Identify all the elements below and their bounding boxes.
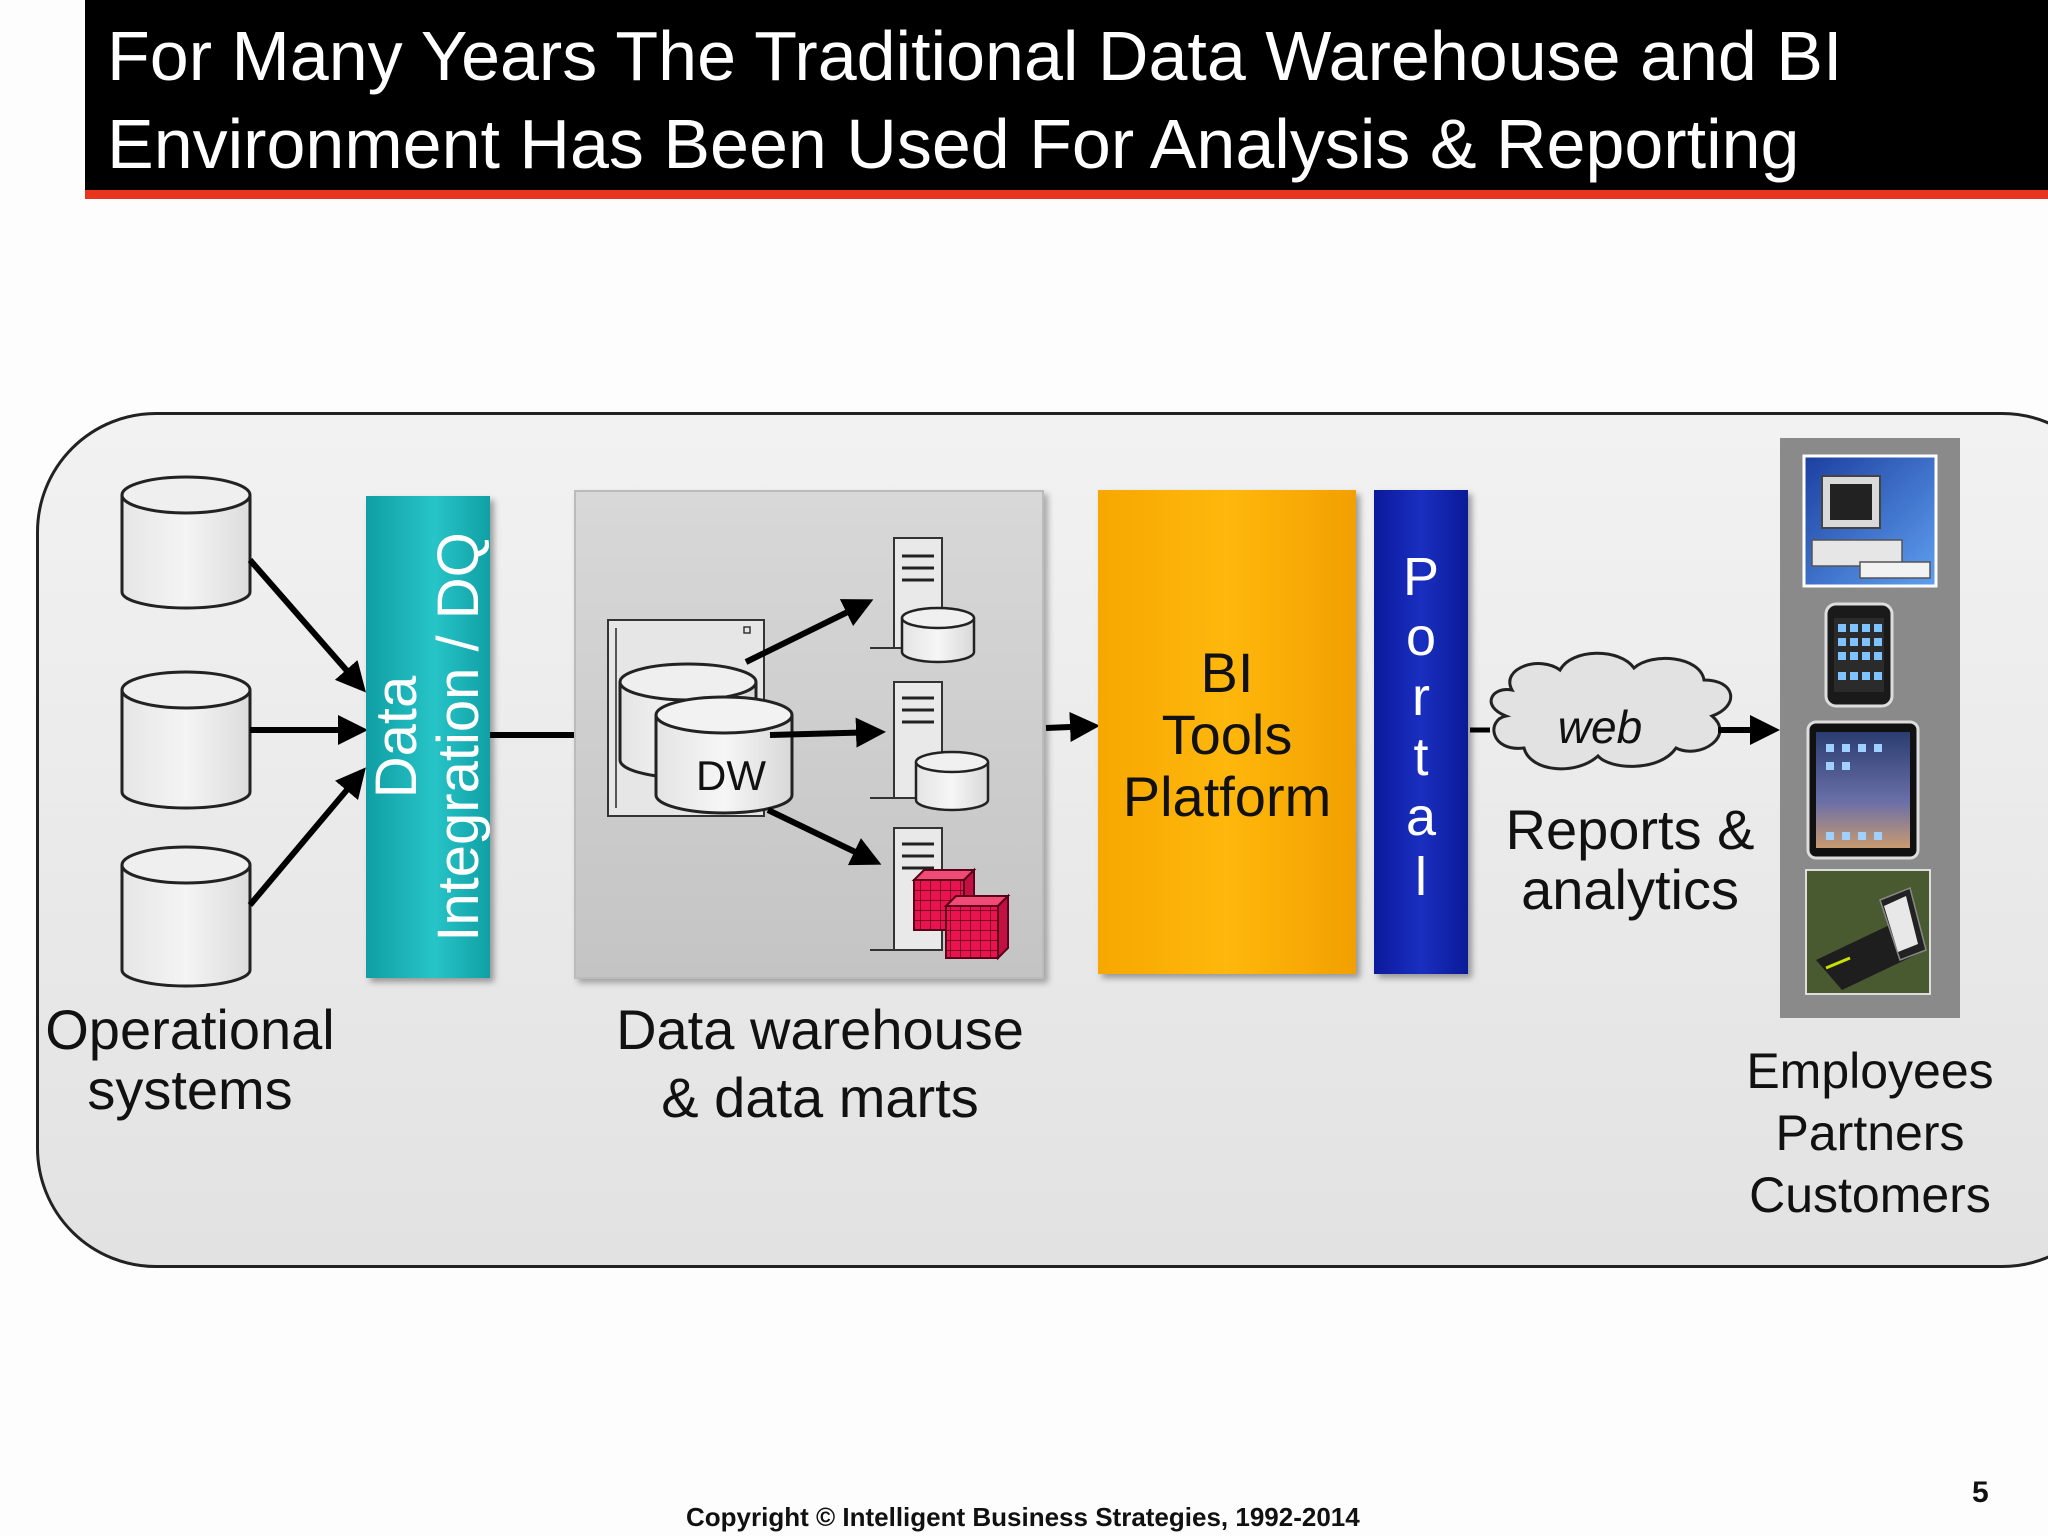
page-number: 5 <box>1972 1476 1989 1509</box>
dw-to-mart-1-arrow <box>744 599 874 665</box>
copyright-text: Copyright © Intelligent Business Strateg… <box>686 1502 1360 1532</box>
portal-letter: r <box>1412 667 1430 727</box>
source-1-arrow <box>247 558 366 693</box>
dw-to-mart-2-arrow <box>769 717 886 748</box>
dw-database-icon <box>618 662 794 815</box>
operational-db-3-icon <box>120 845 252 988</box>
operational-db-1-icon <box>120 475 252 610</box>
bi-tools-platform-box: BI Tools Platform <box>1098 490 1356 974</box>
users-label: Employees Partners Customers <box>1746 1043 1994 1223</box>
operational-db-2-icon <box>120 670 252 810</box>
web-cloud-icon <box>1489 651 1732 771</box>
portal-letter: a <box>1405 787 1437 847</box>
reports-analytics-label: Reports & analytics <box>1505 798 1755 921</box>
data-mart-3-cube-icon <box>870 827 1011 961</box>
source-3-arrow <box>247 767 366 907</box>
data-mart-1-icon <box>870 537 976 664</box>
data-mart-2-icon <box>870 681 990 812</box>
data-integration-box: Data Integration / DQ <box>364 496 491 978</box>
portal-letter: t <box>1413 727 1429 787</box>
dw-to-mart-3-arrow <box>766 807 882 866</box>
web-label: web <box>1557 701 1643 753</box>
laptop-icon <box>1805 869 1931 995</box>
slide-title: For Many Years The Traditional Data Ware… <box>107 17 1843 183</box>
bi-tools-platform-label: BI Tools Platform <box>1122 641 1332 828</box>
title-accent-line <box>85 190 2048 199</box>
tablet-icon <box>1806 720 1920 860</box>
portal-letter: o <box>1405 607 1437 667</box>
smartphone-icon <box>1824 602 1894 708</box>
portal-letter: P <box>1402 547 1440 607</box>
dw-label: DW <box>696 752 766 799</box>
data-warehouse-caption: Data warehouse & data marts <box>616 998 1024 1129</box>
title-bar: For Many Years The Traditional Data Ware… <box>85 0 2048 199</box>
portal-letter: l <box>1415 847 1427 907</box>
portal-box: P o r t a l <box>1374 490 1468 974</box>
desktop-computer-icon <box>1802 454 1938 588</box>
operational-systems-label: Operational systems <box>45 998 335 1121</box>
dw-to-bi-arrow <box>1045 712 1100 742</box>
